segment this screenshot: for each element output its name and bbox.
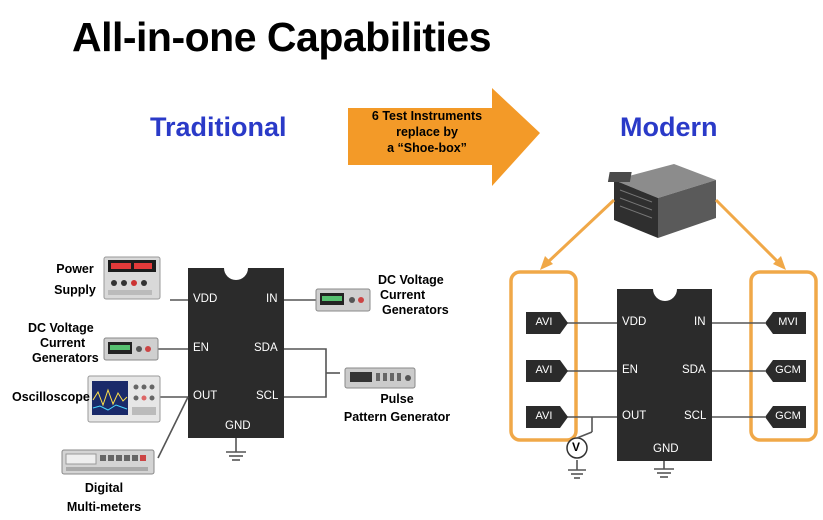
label-power-supply: Power Supply (52, 262, 98, 298)
label-dc-right-1: DC Voltage (378, 273, 444, 287)
traditional-heading: Traditional (150, 112, 287, 142)
label-ppg: Pulse Pattern Generator (338, 392, 456, 425)
label-dmm: Digital Multi-meters (64, 481, 144, 515)
trad-pin-gnd: GND (225, 420, 251, 432)
trad-pin-sda: SDA (254, 342, 278, 354)
label-dc-left: DC Voltage Current Generators (28, 321, 99, 366)
right-tags (765, 312, 806, 428)
label-dc-right-2: Current (380, 288, 426, 302)
left-arrowhead (540, 256, 553, 270)
label-dc-left-1: DC Voltage (28, 321, 94, 335)
trad-pin-in: IN (266, 293, 278, 305)
traditional-chip (188, 268, 284, 438)
label-multimeters: Multi-meters (66, 500, 142, 514)
trad-pin-out: OUT (193, 390, 218, 402)
label-pattern-generator: Pattern Generator (343, 410, 451, 424)
mod-pin-gnd: GND (653, 443, 679, 455)
label-dc-left-3: Generators (32, 351, 99, 365)
tag-avi-2: AVI (535, 364, 553, 376)
trad-pin-scl: SCL (256, 390, 279, 402)
tag-gcm-2: GCM (775, 410, 801, 422)
voltmeter-lead (576, 431, 593, 439)
tag-avi-1: AVI (535, 316, 553, 328)
modern-wires (567, 322, 765, 479)
label-pulse: Pulse (380, 392, 414, 406)
mod-pin-vdd: VDD (622, 316, 647, 328)
pulse-generator-icon (344, 367, 416, 389)
label-dc-left-2: Current (40, 336, 86, 350)
label-dc-right: DC Voltage Current Generators (378, 273, 449, 318)
voltmeter-label: V (572, 440, 581, 454)
mod-pin-out: OUT (622, 410, 647, 422)
dc-generator-right-icon (315, 288, 371, 312)
left-tags (526, 312, 568, 428)
mod-pin-en: EN (622, 364, 638, 376)
traditional-wires (157, 299, 340, 461)
arrow-line-2: replace by (396, 125, 458, 139)
box-connector-arrows (546, 198, 780, 264)
dc-generator-left-icon (103, 337, 159, 361)
label-supply: Supply (54, 283, 96, 297)
tag-avi-3: AVI (535, 410, 553, 422)
modern-heading: Modern (620, 112, 718, 142)
replace-arrow (348, 88, 540, 186)
modern-chip (617, 289, 712, 461)
mod-pin-sda: SDA (682, 364, 706, 376)
arrow-line-3: a “Shoe-box” (387, 141, 467, 155)
mod-pin-in: IN (694, 316, 706, 328)
page-title: All-in-one Capabilities (72, 14, 492, 60)
trad-pin-en: EN (193, 342, 209, 354)
label-dc-right-3: Generators (382, 303, 449, 317)
shoe-box-icon (607, 164, 716, 238)
arrow-line-1: 6 Test Instruments (371, 109, 483, 123)
multimeter-icon (61, 449, 155, 475)
mod-pin-scl: SCL (684, 410, 707, 422)
tag-mvi: MVI (778, 316, 798, 328)
label-power: Power (56, 262, 94, 276)
tag-gcm-1: GCM (775, 364, 801, 376)
oscilloscope-icon (87, 375, 161, 423)
left-source-box (509, 270, 578, 442)
trad-pin-vdd: VDD (193, 293, 218, 305)
label-digital: Digital (84, 481, 124, 495)
right-source-box (749, 270, 818, 442)
arrow-caption: 6 Test Instruments replace by a “Shoe-bo… (352, 108, 502, 156)
power-supply-icon (103, 256, 161, 300)
label-oscilloscope: Oscilloscope (12, 390, 90, 404)
right-arrowhead (773, 256, 786, 270)
